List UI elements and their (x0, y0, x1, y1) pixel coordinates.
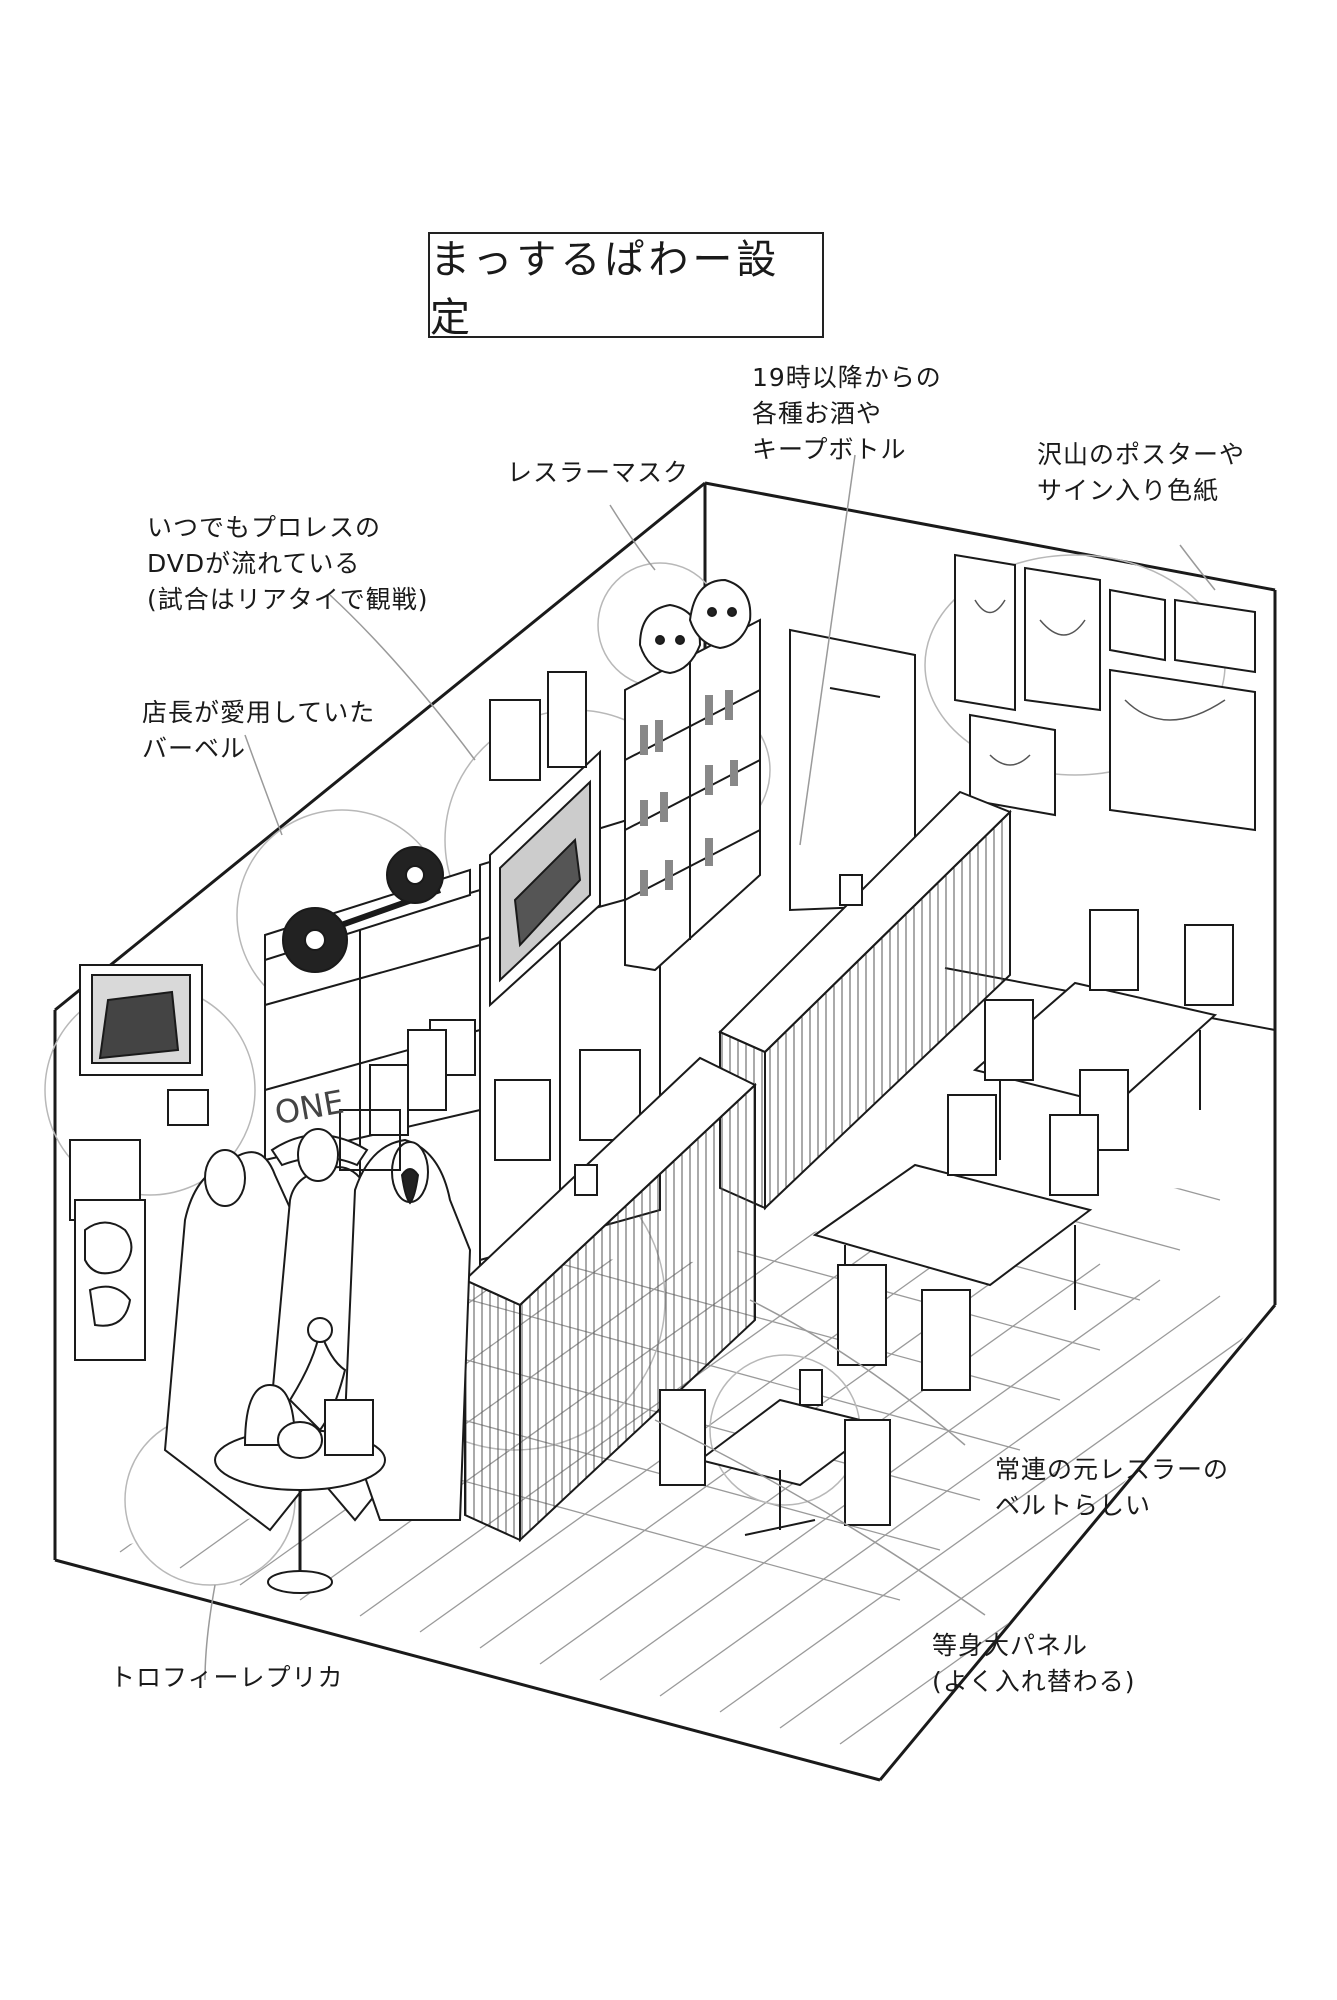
label-posters: 沢山のポスターや サイン入り色紙 (1037, 437, 1245, 509)
tables-and-chairs (659, 909, 1234, 1536)
label-barbell: 店長が愛用していた バーベル (142, 695, 375, 767)
label-line: 各種お酒や (752, 399, 883, 428)
room-walls (53, 481, 1277, 1782)
label-trophy: トロフィーレプリカ (110, 1660, 344, 1696)
label-dvd: いつでもプロレスの DVDが流れている (試合はリアタイで観戦) (147, 510, 429, 618)
label-line: (よく入れ替わる) (932, 1667, 1136, 1696)
label-line: ベルトらしい (995, 1491, 1152, 1520)
label-line: (試合はリアタイで観戦) (147, 585, 429, 614)
title-box: まっするぱわー設定 (428, 232, 824, 341)
label-line: バーベル (142, 734, 247, 763)
label-line: トロフィーレプリカ (110, 1663, 344, 1692)
wall-posters (954, 553, 1256, 832)
label-line: DVDが流れている (147, 549, 361, 578)
tv-monitor (489, 671, 601, 1008)
label-line: いつでもプロレスの (147, 513, 382, 542)
label-line: 店長が愛用していた (142, 698, 376, 727)
label-liquor: 19時以降からの 各種お酒や キープボトル (752, 360, 942, 468)
barbell-shelf (264, 846, 471, 973)
wrestler-masks (638, 578, 752, 675)
label-line: 等身大パネル (932, 1631, 1089, 1660)
leader-lines (204, 454, 1216, 1681)
bar-counters (463, 790, 1012, 1543)
trophy-table (214, 1317, 386, 1594)
left-wall-displays (69, 964, 209, 1361)
label-line: サイン入り色紙 (1037, 476, 1220, 505)
liquor-shelf (624, 618, 761, 972)
label-belt: 常連の元レスラーの ベルトらしい (995, 1452, 1229, 1524)
page-title: まっするぱわー設定 (430, 237, 781, 341)
label-mask: レスラーマスク (507, 455, 689, 491)
label-line: キープボトル (752, 435, 907, 464)
label-panel: 等身大パネル (よく入れ替わる) (932, 1628, 1136, 1700)
label-line: レスラーマスク (507, 458, 690, 487)
label-line: 沢山のポスターや (1037, 440, 1246, 469)
label-line: 19時以降からの (752, 363, 942, 392)
label-line: 常連の元レスラーの (995, 1455, 1230, 1484)
